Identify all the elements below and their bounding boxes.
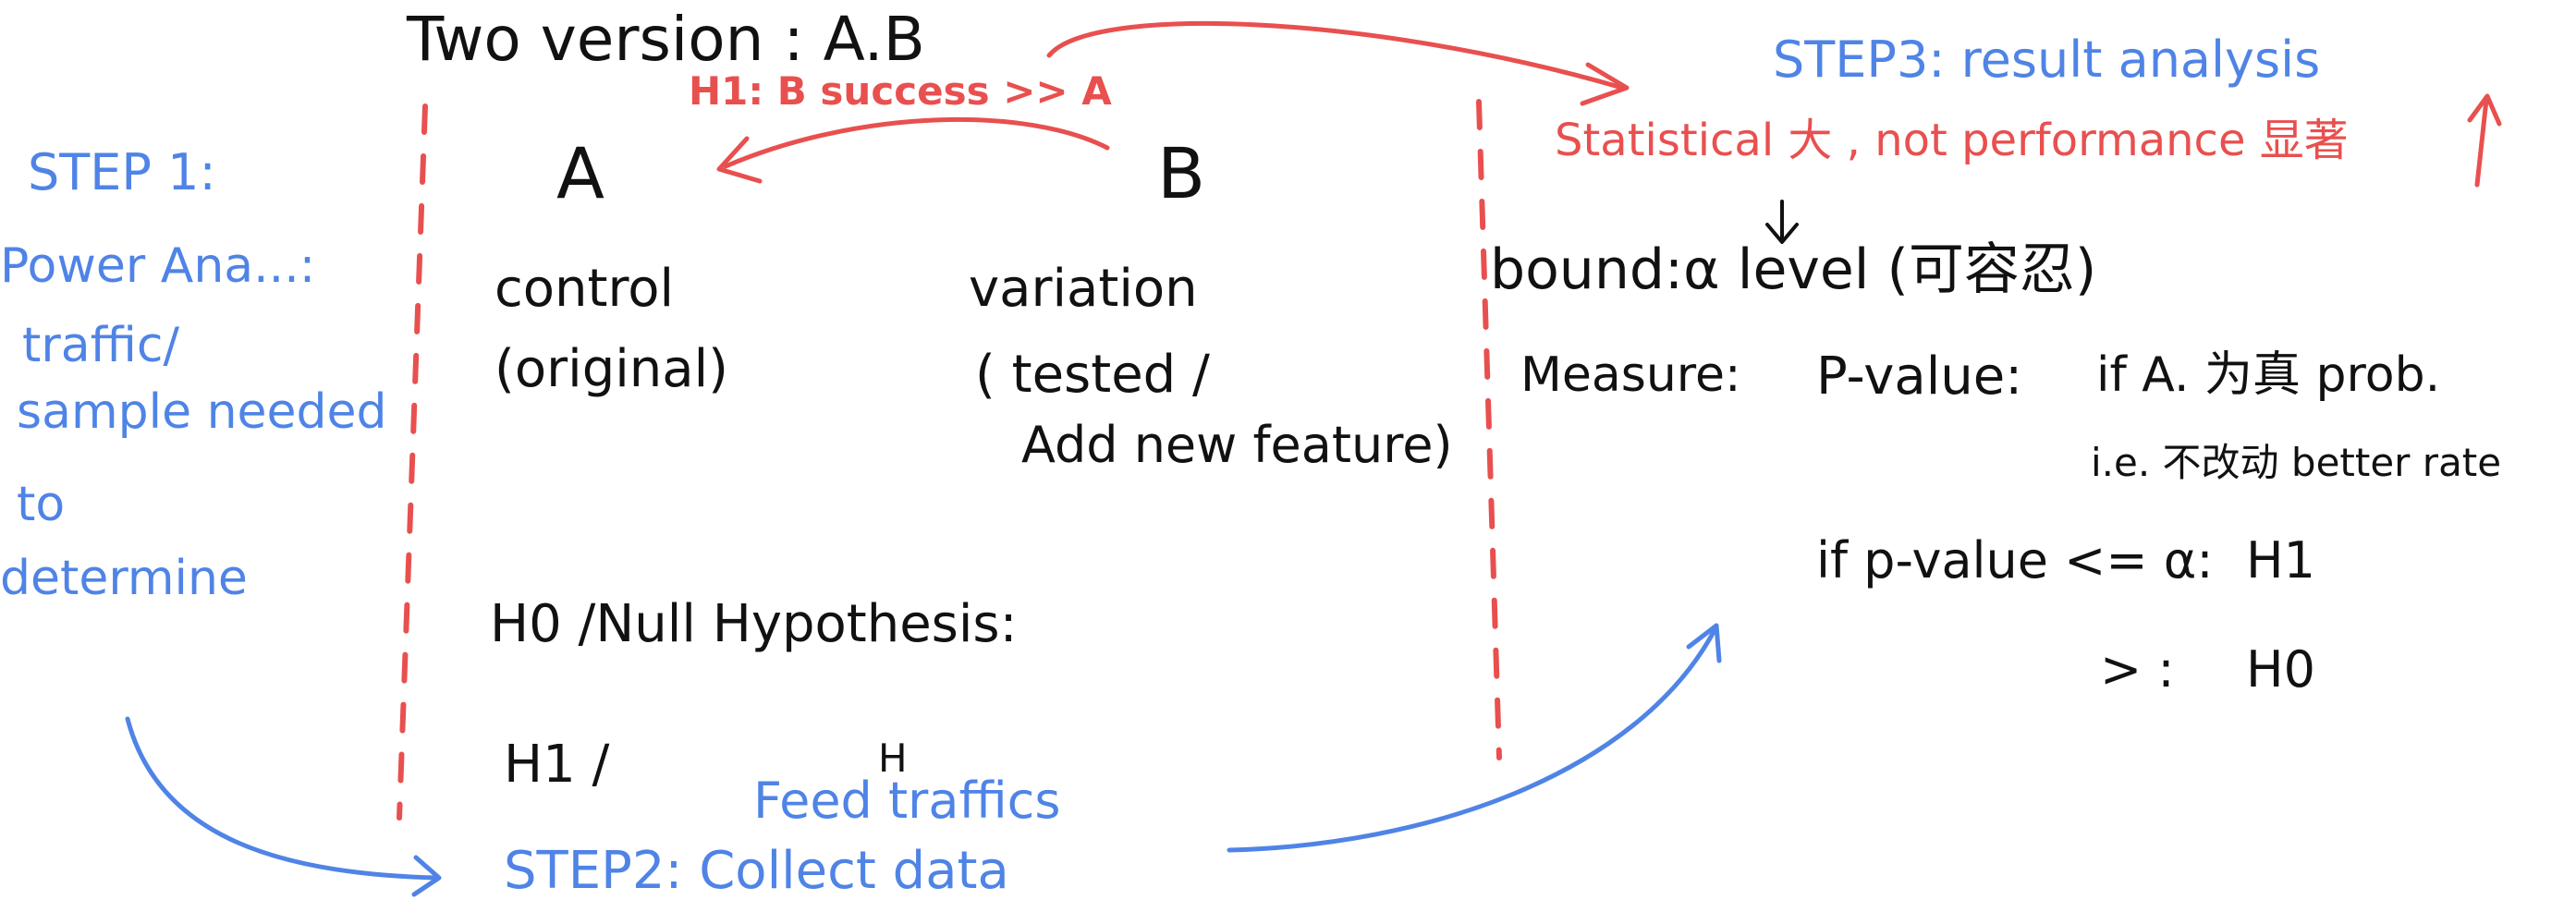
step3-rule-2: > : xyxy=(2100,640,2175,699)
step3-rule-2-result: H0 xyxy=(2246,640,2315,699)
step3-measure: Measure: xyxy=(1520,347,1741,403)
step1-line-3: sample needed xyxy=(17,384,387,440)
step3-title: STEP3: result analysis xyxy=(1773,30,2321,89)
right-divider xyxy=(1476,99,1502,760)
step3-rule-1-result: H1 xyxy=(2246,531,2315,590)
step2-title: STEP2: Collect data xyxy=(504,841,1009,901)
step1-line-2: traffic/ xyxy=(22,318,180,373)
step1-line-5: determine xyxy=(0,551,248,606)
step2-to-step3-arrowhead xyxy=(1686,623,1722,663)
title-to-step3-arrowhead xyxy=(1580,62,1630,106)
left-divider xyxy=(397,103,428,821)
version-b-name: variation xyxy=(969,259,1198,319)
step1-title: STEP 1: xyxy=(28,143,216,201)
level-down-arrowhead xyxy=(1765,223,1799,244)
significant-up-arrow xyxy=(2474,97,2489,188)
title-to-step3-arrow xyxy=(1046,20,1625,91)
version-a-letter: A xyxy=(556,132,604,214)
b-to-a-arrow xyxy=(723,116,1110,169)
h1-label: H1 / xyxy=(504,735,610,795)
h0-label: H0 /Null Hypothesis: xyxy=(490,594,1018,654)
step3-rule-1: if p-value <= α: xyxy=(1816,531,2214,590)
step1-to-step2-arrowhead xyxy=(411,855,442,897)
step3-pvalue: P-value: xyxy=(1816,346,2023,407)
version-b-letter: B xyxy=(1157,132,1206,214)
step1-line-4: to xyxy=(17,477,66,532)
diagram-title: Two version : A.B xyxy=(407,4,925,75)
version-a-name: control xyxy=(494,259,675,319)
step3-statistical: Statistical 大 , not performance 显著 xyxy=(1555,115,2349,166)
step1-to-step2-arrow xyxy=(125,716,437,881)
version-b-note-1: ( tested / xyxy=(975,345,1210,405)
h1-claim: H1: B success >> A xyxy=(689,68,1112,114)
step2-to-step3-arrow xyxy=(1227,627,1717,853)
h1-mark: H xyxy=(878,736,908,781)
step3-bound: bound:α level (可容忍) xyxy=(1490,237,2097,302)
b-to-a-arrowhead xyxy=(716,136,763,184)
step1-line-1: Power Ana...: xyxy=(0,238,316,294)
version-a-note: (original) xyxy=(494,339,729,399)
step2-feed: Feed traffics xyxy=(753,772,1061,830)
significant-up-arrowhead xyxy=(2467,93,2502,127)
step3-pvalue-def-1: if A. 为真 prob. xyxy=(2096,347,2441,403)
version-b-note-2: Add new feature) xyxy=(1021,416,1453,474)
step3-pvalue-def-2: i.e. 不改动 better rate xyxy=(2091,440,2502,485)
